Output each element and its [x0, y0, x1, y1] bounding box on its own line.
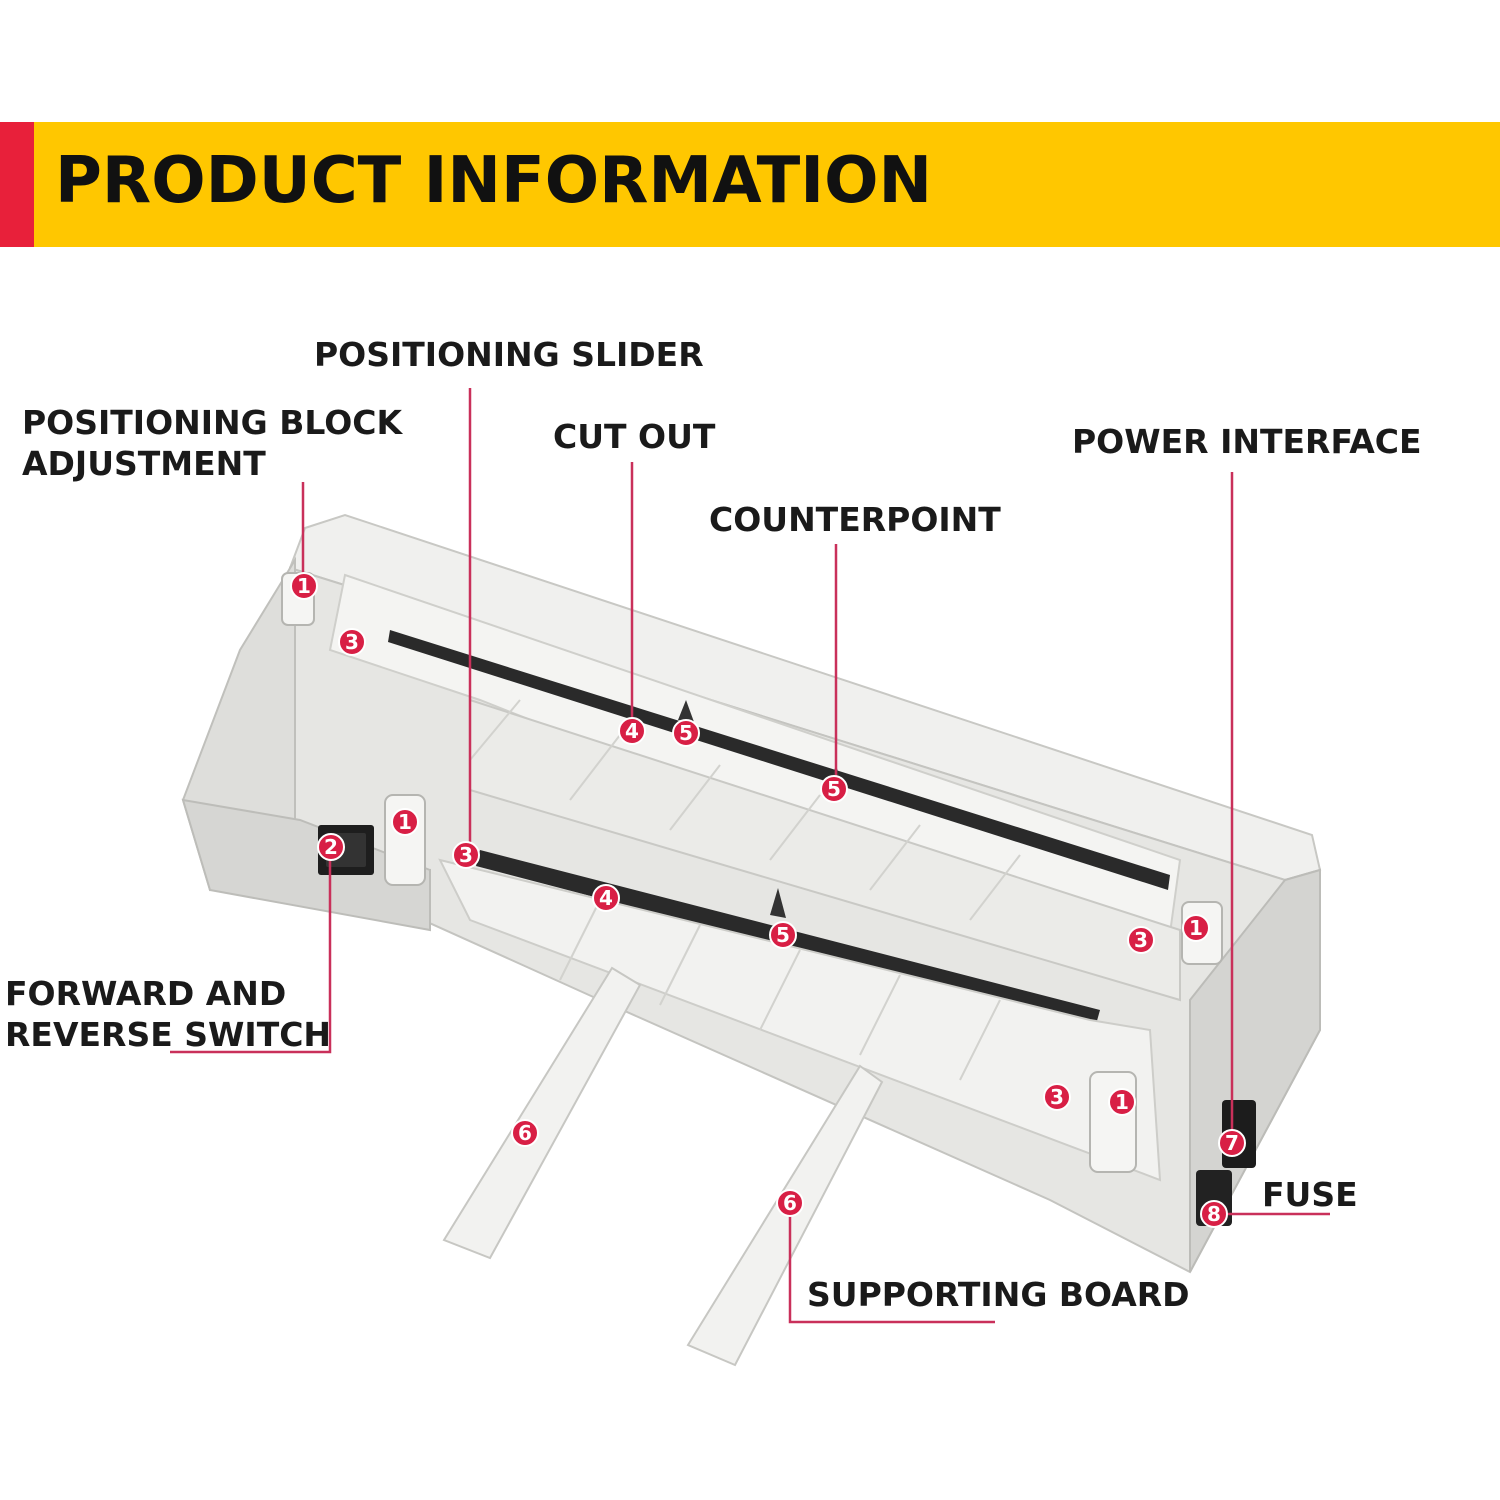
label-positioning-block-line2: ADJUSTMENT — [22, 444, 266, 483]
marker-3: 3 — [452, 841, 480, 869]
marker-5: 5 — [672, 719, 700, 747]
marker-label: 4 — [625, 719, 639, 743]
marker-label: 1 — [297, 574, 311, 598]
device-left-front — [181, 798, 431, 932]
marker-4: 4 — [592, 884, 620, 912]
marker-label: 1 — [398, 810, 412, 834]
lower-feed-tray — [438, 858, 1162, 1182]
marker-group: 1 1 1 1 2 3 3 3 3 4 4 5 5 5 6 6 7 8 — [290, 572, 1246, 1228]
counterpoint-notch-lower — [770, 888, 786, 918]
marker-label: 1 — [1189, 916, 1203, 940]
header-banner: PRODUCT INFORMATION — [0, 122, 1500, 247]
marker-3: 3 — [1043, 1083, 1071, 1111]
label-power-interface: POWER INTERFACE — [1072, 422, 1422, 461]
marker-4: 4 — [618, 717, 646, 745]
label-positioning-block-line1: POSITIONING BLOCK — [22, 403, 403, 442]
marker-label: 6 — [783, 1191, 797, 1215]
marker-label: 1 — [1115, 1090, 1129, 1114]
marker-label: 4 — [599, 886, 613, 910]
marker-label: 5 — [776, 923, 790, 947]
marker-label: 2 — [324, 835, 338, 859]
label-fuse: FUSE — [1262, 1175, 1358, 1214]
tray-grooves — [469, 699, 1021, 1081]
label-positioning-slider: POSITIONING SLIDER — [314, 335, 704, 374]
marker-1: 1 — [1182, 914, 1210, 942]
marker-8: 8 — [1200, 1200, 1228, 1228]
upper-cutting-slot — [388, 630, 1170, 890]
marker-6: 6 — [511, 1119, 539, 1147]
marker-6: 6 — [776, 1189, 804, 1217]
marker-1: 1 — [391, 808, 419, 836]
marker-label: 5 — [679, 721, 693, 745]
marker-2: 2 — [317, 833, 345, 861]
marker-5: 5 — [820, 775, 848, 803]
page-title: PRODUCT INFORMATION — [55, 144, 933, 218]
marker-label: 8 — [1207, 1202, 1221, 1226]
label-supporting-board: SUPPORTING BOARD — [807, 1275, 1190, 1314]
banner-accent-bar — [0, 122, 34, 247]
marker-7: 7 — [1218, 1129, 1246, 1157]
marker-3: 3 — [338, 628, 366, 656]
counterpoint-notch-upper — [678, 700, 694, 722]
leader-lines — [170, 388, 1330, 1324]
label-forward-reverse-line2: REVERSE SWITCH — [5, 1015, 332, 1054]
label-forward-reverse-line1: FORWARD AND — [5, 974, 287, 1013]
label-cut-out: CUT OUT — [553, 417, 716, 456]
marker-label: 3 — [459, 843, 473, 867]
marker-label: 6 — [518, 1121, 532, 1145]
marker-label: 3 — [1134, 928, 1148, 952]
positioning-slider-knob — [1089, 1071, 1137, 1173]
marker-label: 7 — [1225, 1131, 1239, 1155]
marker-1: 1 — [1108, 1088, 1136, 1116]
marker-label: 3 — [345, 630, 359, 654]
marker-5: 5 — [769, 921, 797, 949]
marker-label: 5 — [827, 777, 841, 801]
marker-3: 3 — [1127, 926, 1155, 954]
marker-1: 1 — [290, 572, 318, 600]
supporting-board-left — [442, 966, 642, 1260]
marker-label: 3 — [1050, 1085, 1064, 1109]
label-counterpoint: COUNTERPOINT — [709, 500, 1001, 539]
